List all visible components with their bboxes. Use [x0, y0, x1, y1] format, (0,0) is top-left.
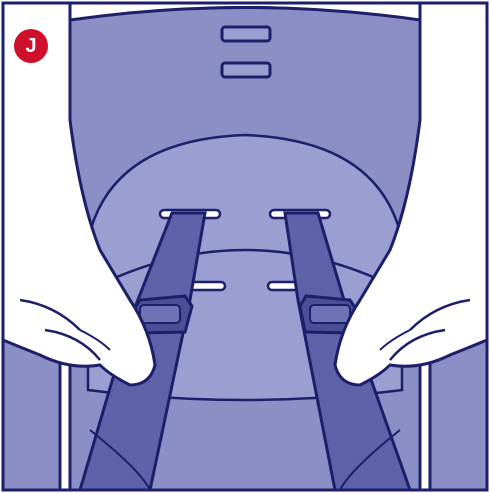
step-badge: J: [14, 29, 48, 63]
